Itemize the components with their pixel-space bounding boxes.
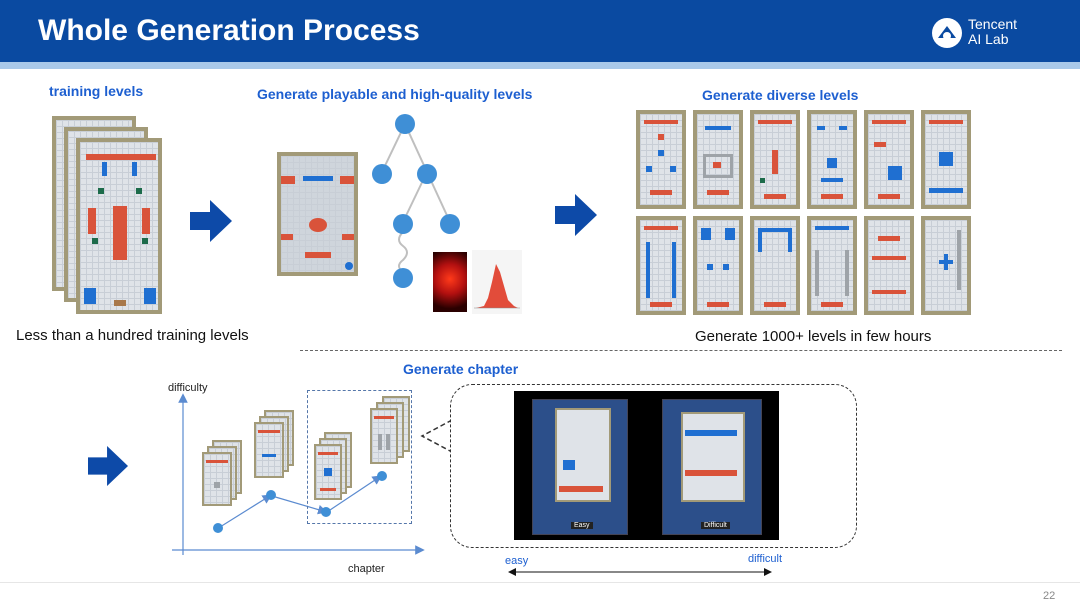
easy-scale-label: easy xyxy=(505,555,529,567)
chapter-point xyxy=(213,523,223,533)
difficulty-axis-label: difficulty xyxy=(168,382,208,394)
diverse-level xyxy=(864,216,914,315)
diverse-level xyxy=(807,216,857,315)
chapter-axis-label: chapter xyxy=(348,563,385,575)
diverse-level xyxy=(921,110,971,209)
diverse-level xyxy=(807,110,857,209)
diverse-level xyxy=(693,110,743,209)
difficulty-comparison-screenshot: Easy Difficult xyxy=(514,391,779,540)
difficult-level-phone: Difficult xyxy=(662,399,762,535)
header-bar xyxy=(0,0,1080,62)
diverse-level xyxy=(693,216,743,315)
arrow-right-icon xyxy=(88,446,128,486)
diverse-level xyxy=(750,110,800,209)
generate-playable-label: Generate playable and high-quality level… xyxy=(257,86,533,102)
tree-node xyxy=(372,164,392,184)
chapter-point xyxy=(266,490,276,500)
tree-node xyxy=(393,268,413,288)
histogram-thumbnail xyxy=(472,250,522,314)
tree-node xyxy=(440,214,460,234)
logo-line2: AI Lab xyxy=(968,31,1009,47)
tree-node xyxy=(395,114,415,134)
header-accent-line xyxy=(0,62,1080,69)
logo-line1: Tencent xyxy=(968,16,1018,32)
diverse-level xyxy=(864,110,914,209)
tree-node xyxy=(393,214,413,234)
chapter-level-stack xyxy=(202,452,232,506)
generate-diverse-label: Generate diverse levels xyxy=(702,87,859,103)
difficulty-scale-arrow xyxy=(508,568,772,576)
gameplay-screenshot xyxy=(277,152,358,276)
diverse-level xyxy=(636,216,686,315)
tencent-logo-icon xyxy=(932,18,962,48)
chapter-level-stack xyxy=(254,422,284,478)
diverse-level xyxy=(750,216,800,315)
section-divider xyxy=(300,350,1062,351)
training-level-front xyxy=(76,138,162,314)
easy-level-phone: Easy xyxy=(532,399,628,535)
difficult-phone-label: Difficult xyxy=(701,522,730,529)
chapter-difficulty-plot xyxy=(172,393,425,555)
arrow-right-icon xyxy=(190,200,232,242)
page-number: 22 xyxy=(1043,590,1056,602)
tree-node xyxy=(417,164,437,184)
search-tree-diagram xyxy=(372,114,460,288)
slide-title: Whole Generation Process xyxy=(38,14,420,47)
generate-chapter-label: Generate chapter xyxy=(403,361,519,377)
chapter-level-stack xyxy=(314,444,342,500)
chapter-level-stack xyxy=(370,408,398,464)
less-than-hundred-caption: Less than a hundred training levels xyxy=(16,327,249,344)
chapter-point xyxy=(377,471,387,481)
generate-1000-caption: Generate 1000+ levels in few hours xyxy=(695,328,932,345)
heatmap-thumbnail xyxy=(433,252,467,312)
difficult-scale-label: difficult xyxy=(748,553,783,565)
chapter-highlight-box xyxy=(307,390,412,524)
training-levels-label: training levels xyxy=(49,83,144,99)
diverse-level xyxy=(921,216,971,315)
easy-phone-label: Easy xyxy=(571,522,593,529)
diverse-level xyxy=(636,110,686,209)
chapter-point xyxy=(321,507,331,517)
footer-line xyxy=(0,582,1080,583)
logo-text: Tencent AI Lab xyxy=(968,17,1017,47)
arrow-right-icon xyxy=(555,194,597,236)
bubble-pointer xyxy=(420,419,452,453)
